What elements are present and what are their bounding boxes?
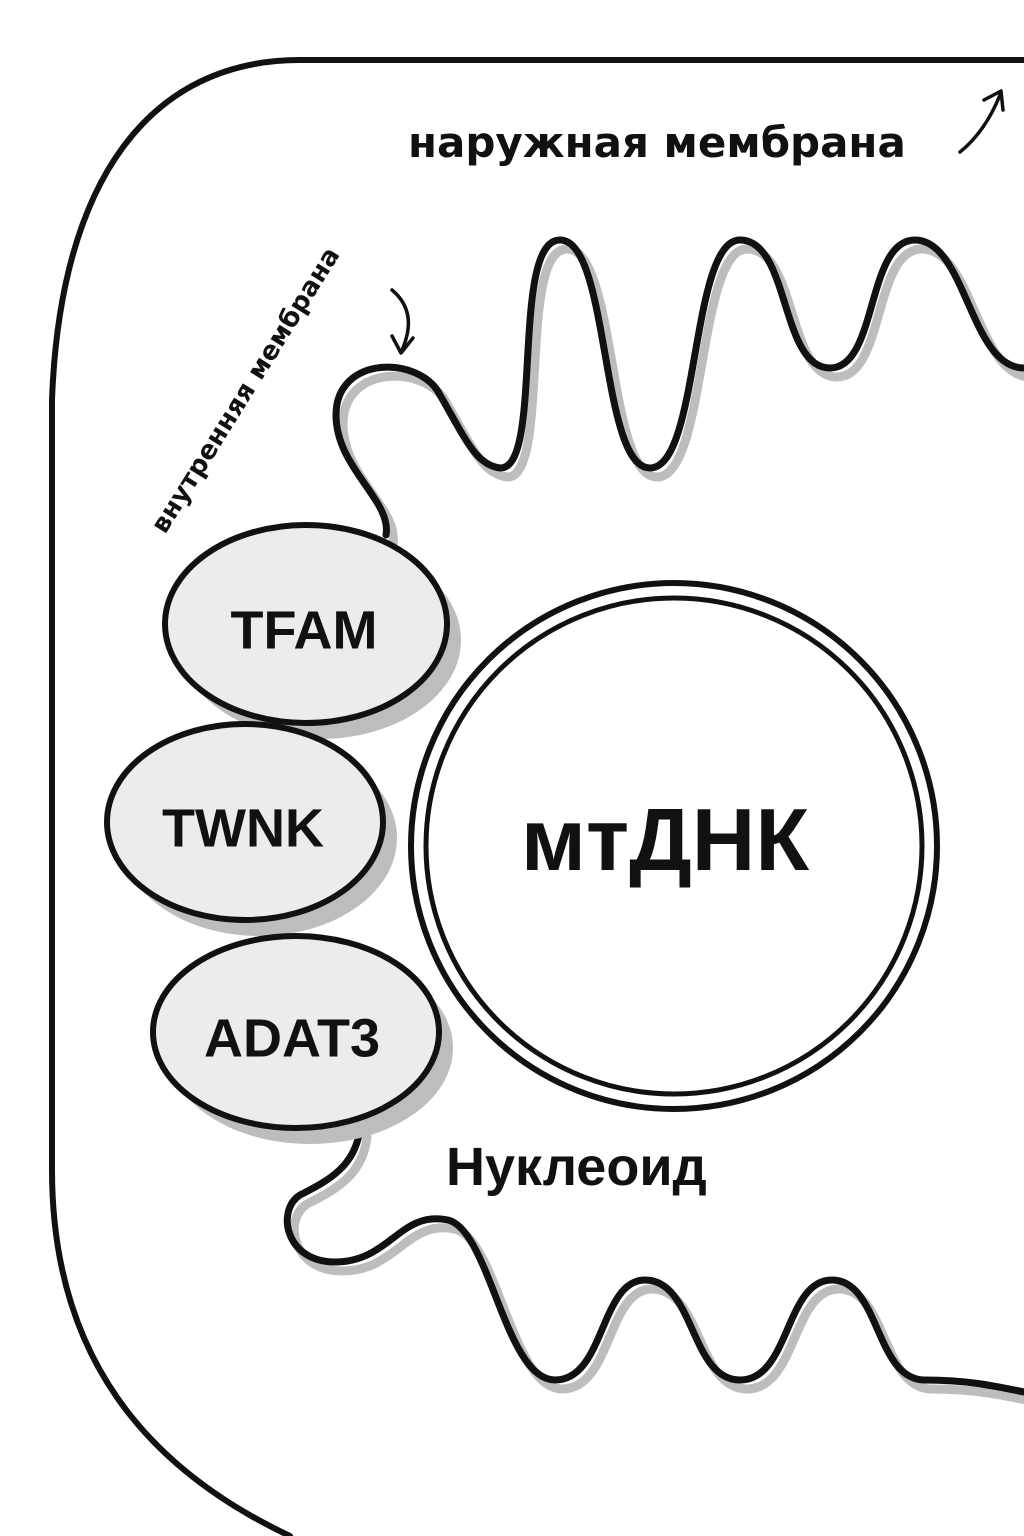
- inner-membrane-arrow-icon: [390, 288, 415, 355]
- outer-membrane-label: наружная мембрана: [408, 118, 906, 167]
- inner-membrane: [332, 236, 1024, 539]
- outer-membrane-arrow-icon: [958, 89, 1005, 154]
- mtdna-label: мтДНК: [521, 790, 809, 889]
- mtdna-circle: [408, 580, 940, 1112]
- inner-membrane-lower: [283, 1124, 1024, 1396]
- protein-tfam: TFAM: [162, 522, 461, 739]
- protein-adat3: ADAT3: [150, 933, 453, 1144]
- outer-membrane: [49, 57, 1024, 1536]
- protein-label-tfam: TFAM: [231, 600, 378, 660]
- inner-membrane-label: внутренняя мембрана: [145, 242, 346, 539]
- protein-twnk: TWNK: [104, 721, 397, 936]
- protein-label-adat3: ADAT3: [204, 1008, 380, 1068]
- nucleoid-label: Нуклеоид: [446, 1137, 707, 1197]
- protein-label-twnk: TWNK: [162, 798, 324, 858]
